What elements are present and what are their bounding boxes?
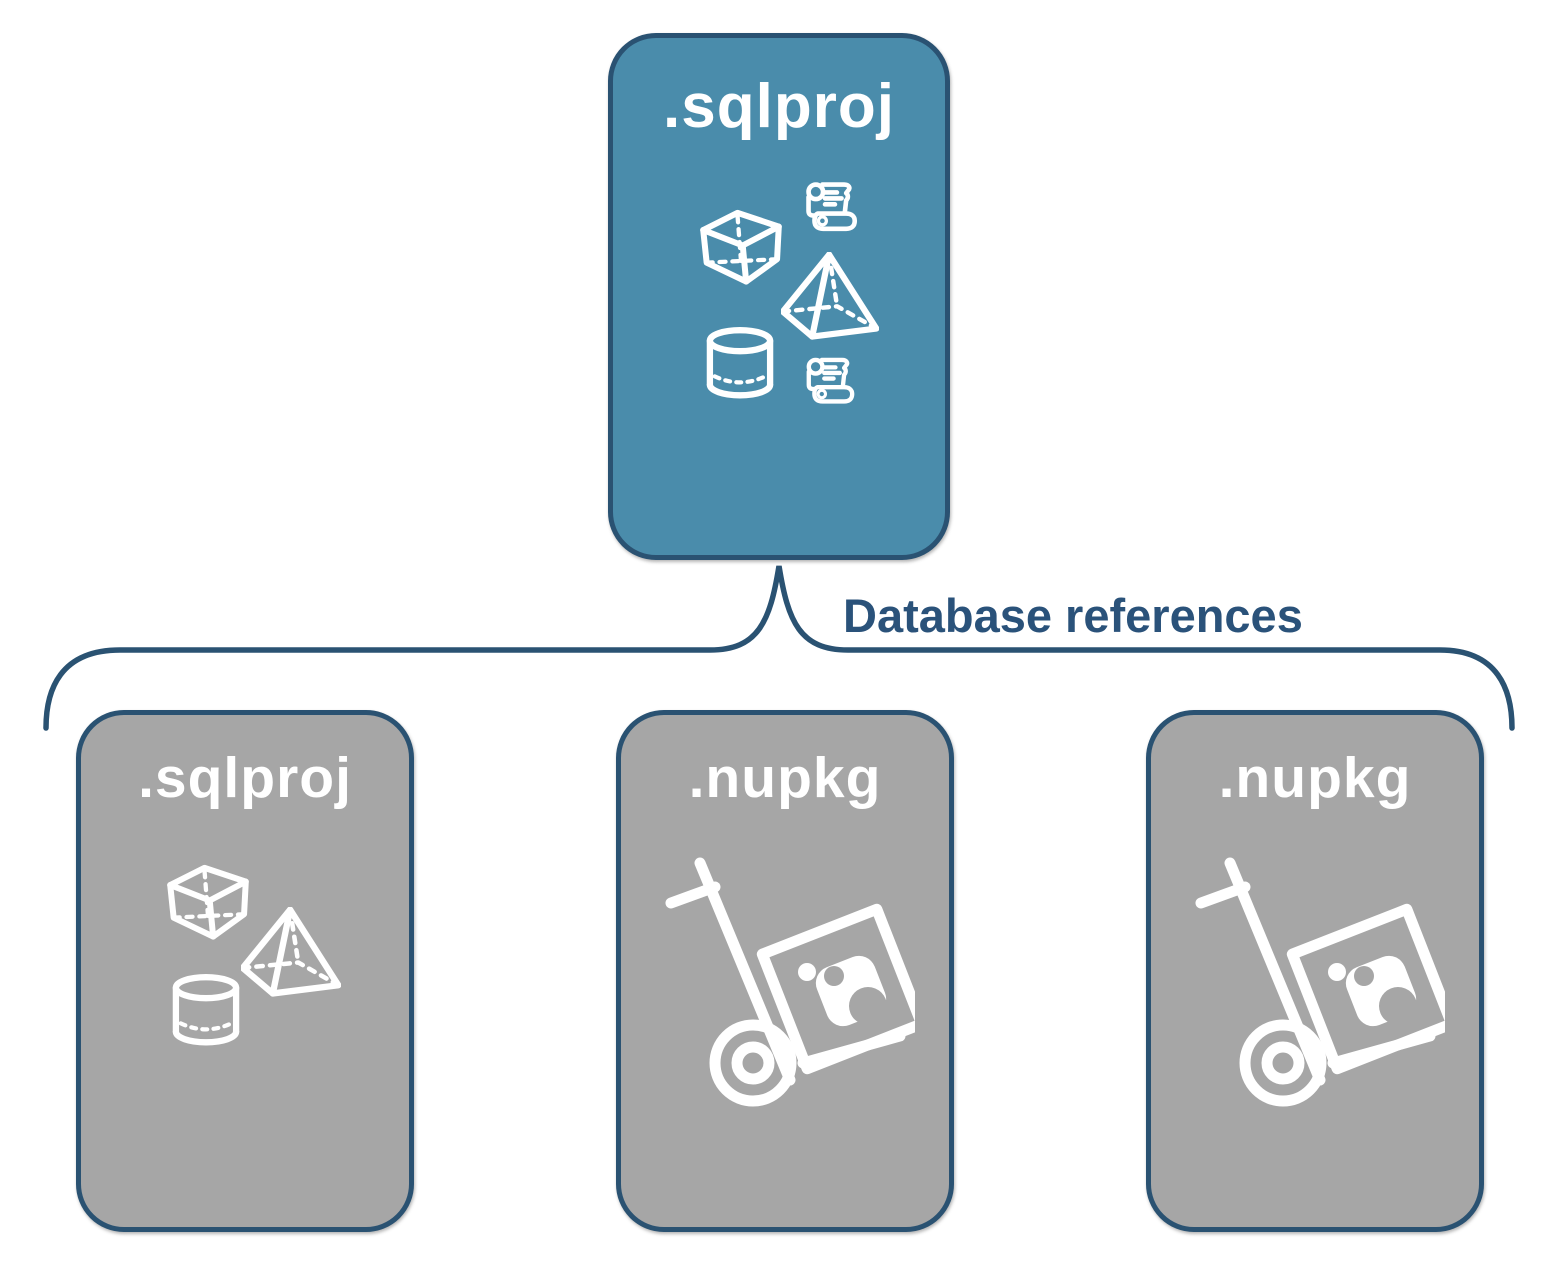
node-child-sqlproj: .sqlproj: [76, 710, 414, 1232]
pyramid-icon: [241, 907, 341, 998]
pyramid-icon: [781, 252, 879, 341]
node-title: .nupkg: [1218, 746, 1412, 810]
node-title: .sqlproj: [138, 746, 352, 810]
node-title: .sqlproj: [663, 72, 895, 141]
edge-label: Database references: [843, 589, 1303, 642]
cube-icon: [165, 861, 251, 940]
database-cylinder-icon: [705, 326, 775, 403]
node-child-nupkg: .nupkg: [1146, 710, 1484, 1232]
sql-script-scroll-icon: [796, 174, 862, 240]
node-child-nupkg: .nupkg: [616, 710, 954, 1232]
node-title: .nupkg: [688, 746, 882, 810]
sql-script-scroll-icon: [797, 350, 859, 412]
cube-icon: [698, 206, 784, 285]
database-cylinder-icon: [171, 973, 241, 1050]
node-root-sqlproj: .sqlproj: [608, 33, 950, 560]
package-dolly-icon: [663, 857, 915, 1113]
package-dolly-icon: [1193, 857, 1445, 1113]
